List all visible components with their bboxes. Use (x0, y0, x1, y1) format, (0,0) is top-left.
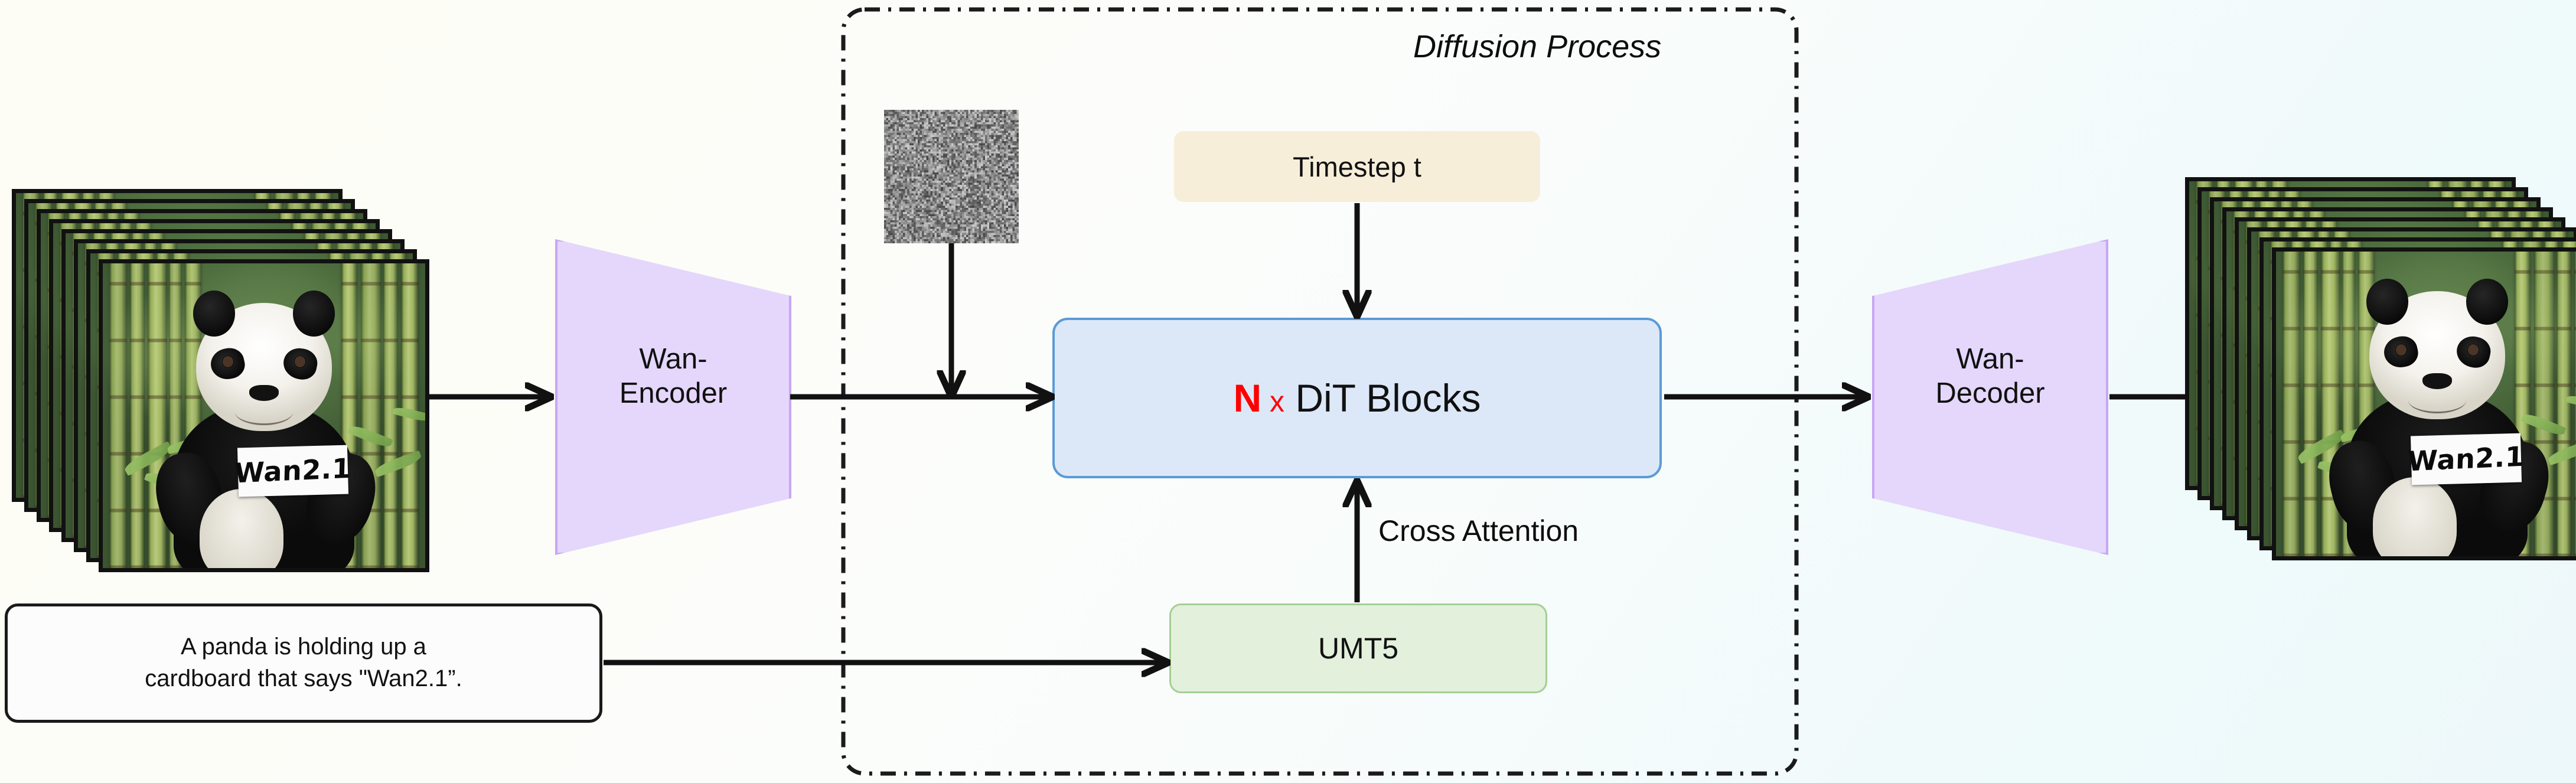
panda-pupil-left (2396, 344, 2407, 355)
video-frame-front: Wan2.1 (2272, 247, 2576, 560)
prompt-line-2: cardboard that says "Wan2.1”. (145, 665, 462, 691)
panda-video-frame: Wan2.1 (2276, 252, 2576, 556)
output-video-frame-stack: Wan2.1Wan2.1Wan2.1Wan2.1Wan2.1Wan2.1Wan2… (2185, 177, 2576, 567)
bamboo-cane (109, 263, 127, 568)
cross-attention-label: Cross Attention (1378, 514, 1579, 547)
bamboo-cane (2282, 252, 2300, 556)
panda-muzzle (234, 399, 294, 425)
bamboo-cane (130, 263, 145, 568)
input-video-frame-stack: Wan2.1Wan2.1Wan2.1Wan2.1Wan2.1Wan2.1Wan2… (12, 189, 429, 579)
bamboo-cane (2303, 252, 2318, 556)
held-cardboard-sign: Wan2.1 (2407, 433, 2525, 485)
timestep-label: Timestep t (1293, 151, 1421, 182)
wan-encoder-block[interactable] (555, 239, 791, 555)
timestep-box[interactable]: Timestep t (1174, 131, 1540, 202)
cardboard-sign-text: Wan2.1 (234, 452, 352, 490)
wan-decoder-label: Wan- Decoder (1935, 343, 2045, 409)
panda-nose (2422, 373, 2452, 390)
diffusion-process-label: Diffusion Process (1413, 29, 1662, 64)
prompt-line-1: A panda is holding up a (181, 634, 426, 660)
umt5-label: UMT5 (1318, 632, 1399, 665)
panda-ear-right (2466, 279, 2509, 325)
text-prompt-box[interactable]: A panda is holding up a cardboard that s… (5, 603, 602, 723)
bamboo-cane (383, 263, 398, 568)
dit-times-symbol: x (1270, 385, 1285, 418)
wan-decoder-block[interactable] (1872, 239, 2108, 555)
panda-belly (2372, 477, 2457, 556)
panda-ear-right (293, 291, 335, 337)
cardboard-sign-text: Wan2.1 (2407, 440, 2525, 478)
panda-nose (249, 385, 279, 402)
panda-ear-left (193, 291, 235, 337)
panda-pupil-right (2468, 344, 2479, 355)
dit-blocks-box[interactable]: N x DiT Blocks (1052, 318, 1662, 478)
noise-latent-patch (884, 110, 1019, 243)
bamboo-cane (360, 263, 382, 568)
panda-video-frame: Wan2.1 (103, 263, 425, 568)
video-frame-front: Wan2.1 (99, 259, 429, 572)
panda-pupil-left (223, 356, 233, 367)
bamboo-cane (2557, 252, 2571, 556)
dit-blocks-label: DiT Blocks (1295, 376, 1481, 420)
wan-encoder-label: Wan- Encoder (619, 343, 728, 409)
panda-belly (199, 488, 283, 568)
held-cardboard-sign: Wan2.1 (234, 445, 352, 497)
umt5-text-encoder-box[interactable]: UMT5 (1169, 603, 1547, 693)
panda-muzzle (2408, 387, 2467, 413)
dit-repeat-count: N (1233, 376, 1262, 420)
panda-pupil-right (295, 356, 305, 367)
panda-ear-left (2366, 279, 2408, 325)
